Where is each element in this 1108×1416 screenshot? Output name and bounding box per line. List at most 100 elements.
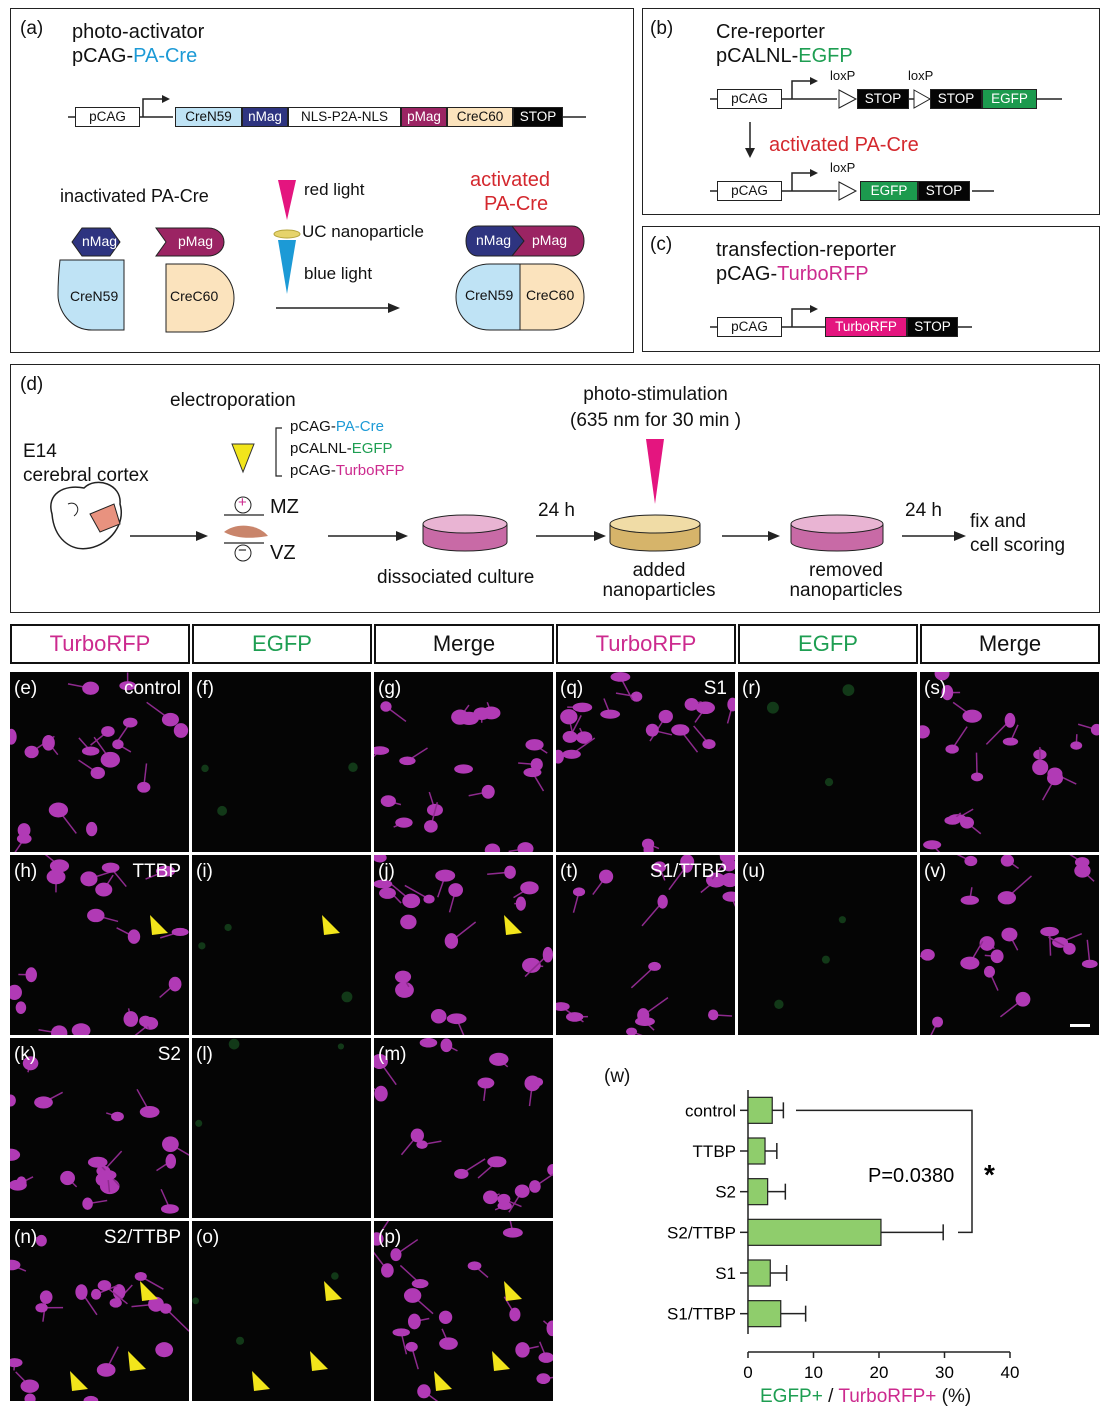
micrograph-k-label: (k) [14, 1044, 37, 1065]
micrograph-p-label: (p) [378, 1227, 402, 1248]
micrograph-g: (g) [374, 672, 553, 852]
panel-b-title-line1: Cre-reporter [716, 21, 825, 43]
panel-a-title: photo-activator pCAG-PA-Cre [72, 20, 204, 68]
vz-label: VZ [270, 542, 296, 564]
plasmid-2-colored: EGFP [351, 440, 393, 457]
micrograph-g-cells [374, 701, 548, 852]
construct-a-cren59: CreN59 [175, 107, 242, 127]
construct-a-crec60: CreC60 [447, 107, 513, 127]
arrowhead-i-0 [322, 915, 340, 935]
e14-line1: E14 [23, 441, 57, 462]
photostim-line2: (635 nm for 30 min ) [570, 410, 742, 431]
arrowhead-o-0 [324, 1281, 342, 1301]
arrowhead-h-0 [150, 915, 168, 935]
micrograph-e: (e)control [10, 672, 189, 852]
bar-TTBP [747, 1137, 766, 1165]
x-tick-label-4: 40 [1001, 1363, 1020, 1382]
panel-c-title-line2: pCAG-TurboRFP [716, 262, 896, 286]
micrograph-i-label: (i) [196, 861, 213, 882]
mz-label: MZ [270, 496, 299, 518]
micrograph-f-label: (f) [196, 678, 214, 699]
construct-a-pmag: pMag [401, 107, 447, 127]
micrograph-s-cells [920, 672, 1099, 852]
plasmid-3: pCAG-TurboRFP [290, 462, 404, 479]
micrograph-v: (v) [920, 855, 1099, 1035]
bar-S1 [747, 1259, 771, 1287]
panel-c-title-line1: transfection-reporter [716, 239, 897, 261]
dissociated-label: dissociated culture [377, 567, 535, 588]
plasmid-3-prefix: pCAG- [290, 462, 336, 479]
panel-w-label: (w) [604, 1066, 631, 1087]
y-tick-label-2: S2 [715, 1183, 736, 1202]
plasmid-1-colored: PA-Cre [335, 418, 384, 435]
photostim-line1: photo-stimulation [583, 384, 728, 405]
micrograph-p: (p) [374, 1221, 553, 1401]
photostim-label: photo-stimulation (635 nm for 30 min ) [570, 382, 741, 434]
x-axis-title-unit: (%) [936, 1386, 972, 1407]
panel-a-title-line1: photo-activator [72, 21, 205, 43]
arrowhead-n-1 [128, 1351, 146, 1371]
arrowhead-n-2 [70, 1371, 88, 1391]
removed-line2: nanoparticles [789, 580, 903, 601]
minus-sign: − [238, 542, 247, 559]
x-axis-title-sep: / [822, 1386, 839, 1407]
micrograph-r: (r) [738, 672, 917, 852]
construct-b2-stop: STOP [918, 181, 970, 201]
arrowhead-o-2 [252, 1371, 270, 1391]
micrograph-i: (i) [192, 855, 371, 1035]
micrograph-j: (j) [374, 855, 553, 1035]
construct-b-stop2: STOP [930, 89, 982, 109]
micrograph-q-condition: S1 [703, 678, 727, 699]
panel-d-box [10, 364, 1100, 613]
construct-b-egfp: EGFP [982, 89, 1037, 109]
x-tick-label-0: 0 [743, 1363, 752, 1382]
red-light-label: red light [304, 180, 365, 199]
arrowhead-n-0 [140, 1281, 158, 1301]
panel-b-title-line2: pCALNL-EGFP [716, 44, 853, 68]
micrograph-l: (l) [192, 1038, 371, 1218]
loxp-label-1: loxP [830, 68, 856, 83]
construct-c-stop: STOP [907, 317, 958, 337]
pmag-left: pMag [178, 233, 214, 249]
arrowhead-j-0 [504, 915, 522, 935]
added-label: added nanoparticles [595, 561, 723, 601]
panel-b-title-colored: EGFP [798, 45, 853, 67]
x-axis-title-egfp: EGFP+ [760, 1386, 823, 1407]
header-egfp-2: EGFP [738, 624, 918, 664]
construct-b2-pcag: pCAG [717, 181, 782, 201]
construct-c-pcag: pCAG [717, 317, 782, 337]
fix-line1: fix and [970, 511, 1026, 532]
plasmid-3-colored: TurboRFP [335, 462, 405, 479]
panel-b-box [642, 8, 1100, 215]
micrograph-r-label: (r) [742, 678, 761, 699]
cren59-left: CreN59 [70, 288, 119, 304]
y-tick-label-3: S2/TTBP [667, 1223, 736, 1242]
nmag-right: nMag [476, 232, 512, 248]
micrograph-f: (f) [192, 672, 371, 852]
arrowhead-p-1 [492, 1351, 510, 1371]
micrograph-e-condition: control [123, 678, 181, 699]
crec60-right: CreC60 [526, 287, 575, 303]
crec60-left: CreC60 [170, 288, 219, 304]
micrograph-n-condition: S2/TTBP [103, 1227, 181, 1248]
micrograph-m-cells [374, 1038, 553, 1213]
panel-c-title-prefix: pCAG- [716, 263, 778, 285]
pmag-right: pMag [532, 232, 568, 248]
y-tick-label-4: S1 [715, 1264, 736, 1283]
workflow-diagram [50, 427, 966, 562]
panel-c-box [642, 226, 1100, 352]
micrograph-s-label: (s) [924, 678, 947, 699]
loxp-label-2: loxP [908, 68, 934, 83]
removed-line1: removed [809, 560, 883, 581]
fix-line2: cell scoring [970, 535, 1066, 556]
x-axis-title: EGFP+ / TurboRFP+ (%) [760, 1386, 971, 1408]
micrograph-t-condition: S1/TTBP [649, 861, 727, 882]
micrograph-k-cells [10, 1056, 189, 1214]
uc-nanoparticle-label: UC nanoparticle [302, 222, 424, 241]
micrograph-l-label: (l) [196, 1044, 213, 1065]
panel-c-title-colored: TurboRFP [777, 263, 869, 285]
plasmid-2: pCALNL-EGFP [290, 440, 393, 457]
added-line2: nanoparticles [602, 580, 716, 601]
micrograph-o-cells [192, 1272, 342, 1391]
micrograph-h-cells [10, 855, 189, 1035]
